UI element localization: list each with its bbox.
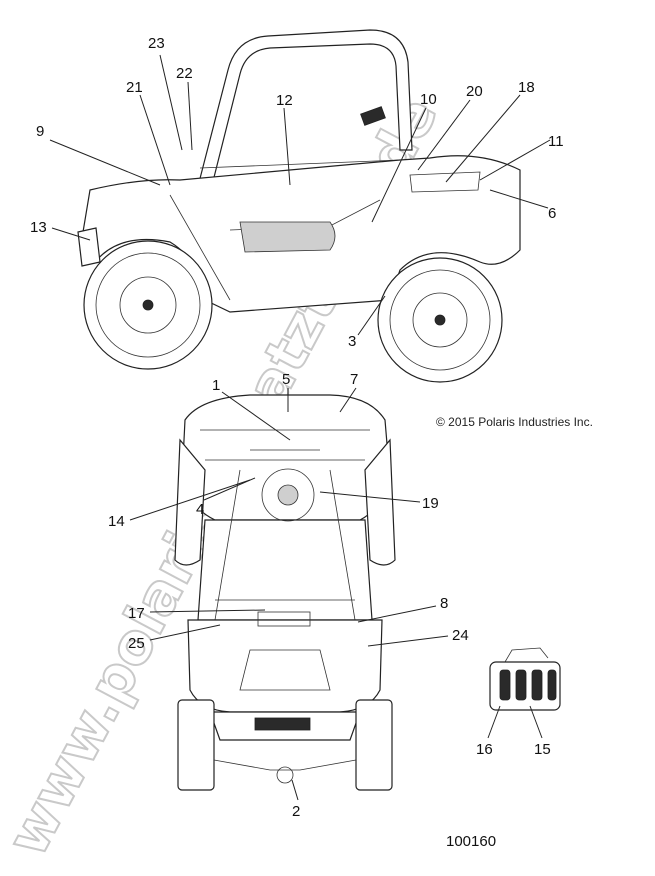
callout-11: 11 — [548, 133, 564, 150]
callout-17: 17 — [128, 605, 145, 622]
callout-25: 25 — [128, 635, 145, 652]
callout-9: 9 — [36, 123, 44, 140]
cabin — [197, 519, 373, 621]
seat — [239, 221, 336, 253]
callout-19: 19 — [422, 495, 439, 512]
callout-13: 13 — [30, 219, 47, 236]
callout-21: 21 — [126, 79, 143, 96]
top-view-vehicle — [174, 394, 396, 791]
callout-1: 1 — [212, 377, 220, 394]
leader-lines — [49, 54, 551, 801]
callout-20: 20 — [466, 83, 483, 100]
callout-12: 12 — [276, 92, 293, 109]
callout-labels: 23 22 21 12 10 20 18 9 11 6 13 3 1 5 7 1… — [30, 35, 564, 820]
callout-3: 3 — [348, 333, 356, 350]
callout-14: 14 — [108, 513, 125, 530]
front-hood — [187, 619, 383, 713]
callout-10: 10 — [420, 91, 437, 108]
callout-5: 5 — [282, 371, 290, 388]
callout-6: 6 — [548, 205, 556, 222]
callout-7: 7 — [350, 371, 358, 388]
callout-2: 2 — [292, 803, 300, 820]
side-view-vehicle — [77, 29, 521, 383]
copyright-text: © 2015 Polaris Industries Inc. — [436, 415, 593, 429]
callout-8: 8 — [440, 595, 448, 612]
roll-cage — [187, 29, 413, 226]
callout-24: 24 — [452, 627, 469, 644]
reference-number: 100160 — [446, 833, 496, 850]
callout-15: 15 — [534, 741, 551, 758]
callout-16: 16 — [476, 741, 493, 758]
callout-4: 4 — [196, 501, 204, 518]
callout-18: 18 — [518, 79, 535, 96]
callout-23: 23 — [148, 35, 165, 52]
detail-part — [489, 647, 561, 711]
callout-22: 22 — [176, 65, 193, 82]
